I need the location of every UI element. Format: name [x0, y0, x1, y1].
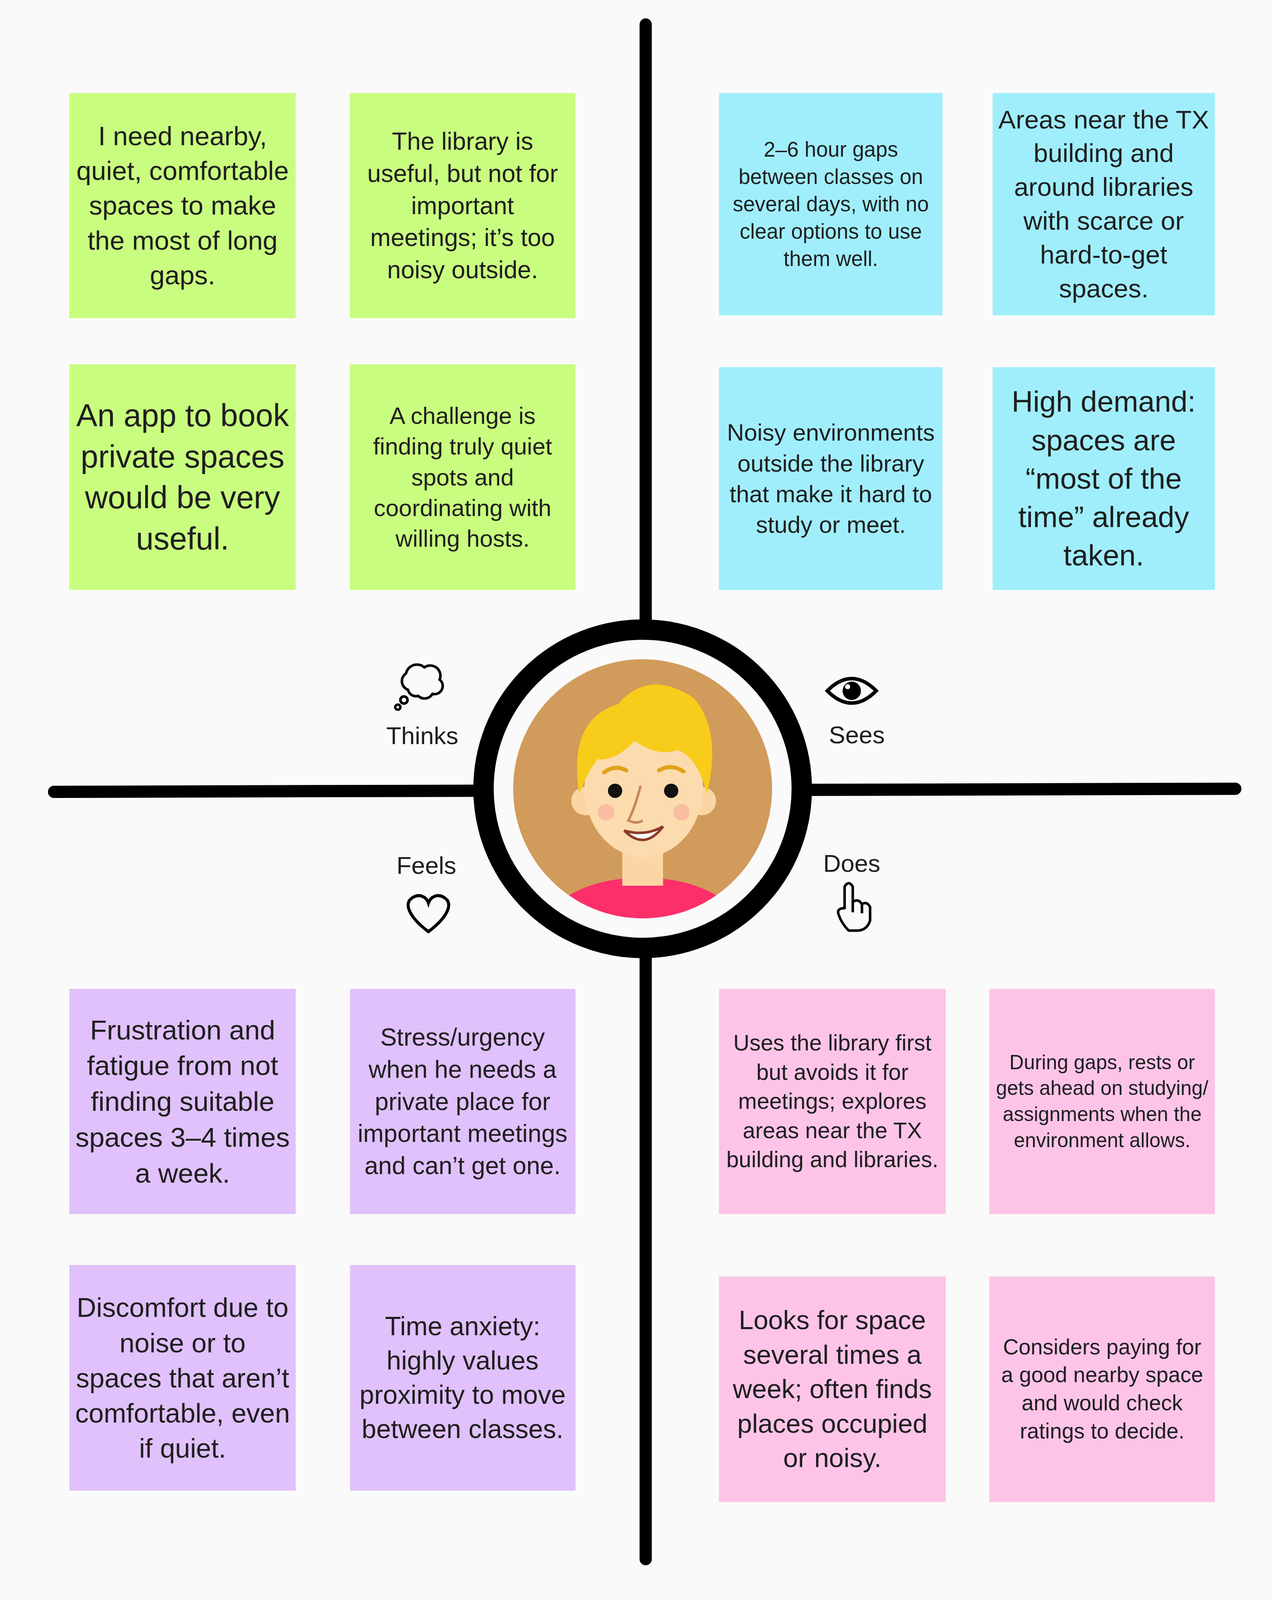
sticky-note: An app to book private spaces would be v…	[69, 364, 296, 590]
quadrant-axes	[54, 24, 1236, 1559]
thinks-icon	[395, 664, 443, 710]
avatar-eye	[608, 783, 623, 798]
note-text: Looks for space several times a week; of…	[724, 1302, 940, 1476]
sticky-note: The library is useful, but not for impor…	[349, 92, 576, 319]
avatar-cheek	[597, 803, 615, 821]
avatar-cheek	[673, 803, 690, 821]
note-text: Stress/urgency when he needs a private p…	[355, 1020, 570, 1182]
sticky-note: Frustration and fatigue from not finding…	[69, 988, 296, 1215]
note-text: A challenge is finding truly quiet spots…	[355, 400, 570, 554]
note-text: 2–6 hour gaps between classes on several…	[724, 135, 937, 273]
quadrant-label: Thinks	[386, 721, 459, 750]
sticky-note: Stress/urgency when he needs a private p…	[349, 988, 576, 1215]
sticky-note: I need nearby, quiet, comfortable spaces…	[69, 92, 296, 319]
note-text: I need nearby, quiet, comfortable spaces…	[75, 118, 290, 293]
note-text: High demand: spaces are “most of the tim…	[998, 382, 1210, 575]
note-text: Considers paying for a good nearby space…	[995, 1332, 1210, 1446]
sticky-note: Time anxiety: highly values proximity to…	[349, 1264, 576, 1491]
avatar	[513, 659, 773, 980]
quadrant-label: Sees	[829, 720, 885, 749]
sticky-note: Considers paying for a good nearby space…	[989, 1276, 1215, 1502]
eye-iris	[842, 681, 861, 700]
sticky-note: Uses the library first but avoids it for…	[718, 988, 946, 1215]
note-text: Frustration and fatigue from not finding…	[75, 1011, 290, 1191]
pointer-hand-icon	[838, 882, 871, 931]
sticky-note: High demand: spaces are “most of the tim…	[992, 367, 1215, 590]
note-text: An app to book private spaces would be v…	[75, 394, 290, 560]
heart-icon	[408, 895, 449, 932]
note-text: Areas near the TX building and around li…	[998, 102, 1210, 306]
sticky-note: Noisy environments outside the library t…	[718, 367, 943, 590]
avatar-brows	[603, 766, 684, 773]
thought-cloud	[401, 664, 443, 699]
sticky-note: A challenge is finding truly quiet spots…	[349, 364, 576, 590]
quadrant-label: Does	[822, 849, 881, 878]
thought-dot	[395, 704, 401, 710]
sticky-note: 2–6 hour gaps between classes on several…	[718, 92, 943, 316]
thought-dot	[400, 696, 408, 704]
sticky-note: Looks for space several times a week; of…	[718, 1276, 946, 1502]
note-text: During gaps, rests or gets ahead on stud…	[995, 1049, 1210, 1154]
note-text: Time anxiety: highly values proximity to…	[355, 1309, 570, 1447]
eye-glint	[845, 683, 851, 690]
sticky-note: Areas near the TX building and around li…	[992, 92, 1215, 316]
note-text: Uses the library first but avoids it for…	[724, 1028, 940, 1175]
avatar-nose	[628, 785, 643, 823]
sees-icon	[827, 678, 877, 703]
avatar-hair	[577, 684, 713, 794]
sticky-note: Discomfort due to noise or to spaces tha…	[69, 1264, 296, 1491]
avatar-smile	[624, 826, 664, 840]
avatar-ground	[513, 659, 773, 919]
sticky-note: During gaps, rests or gets ahead on stud…	[989, 988, 1215, 1215]
avatar-shirt	[545, 877, 740, 980]
note-text: Discomfort due to noise or to spaces tha…	[75, 1289, 290, 1466]
note-text: Noisy environments outside the library t…	[724, 416, 937, 540]
eye-outline	[827, 678, 877, 703]
quadrant-label: Feels	[396, 851, 457, 880]
avatar-eye	[663, 783, 679, 798]
note-text: The library is useful, but not for impor…	[355, 125, 570, 286]
